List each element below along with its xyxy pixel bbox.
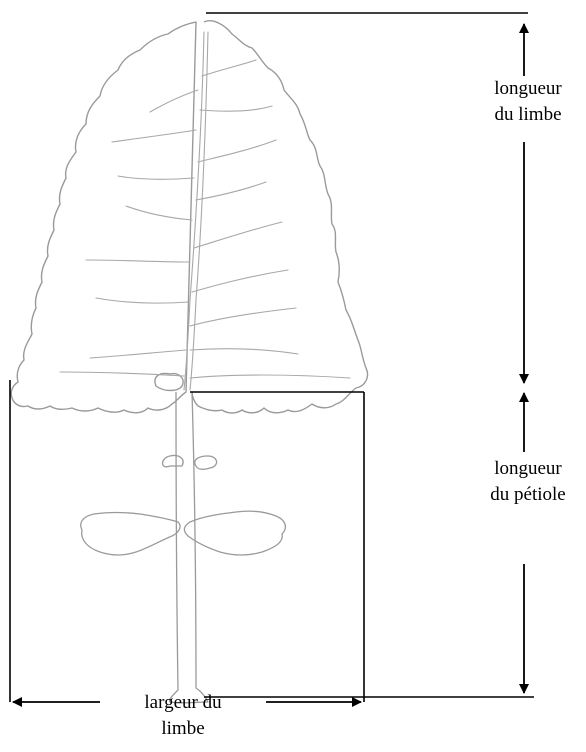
- label-limbe-length-line2: du limbe: [474, 102, 582, 128]
- measurement-lines: [10, 13, 534, 702]
- dimension-arrows: [13, 24, 524, 702]
- label-limbe-length-line1: longueur: [474, 76, 582, 102]
- label-petiole-length-line2: du pétiole: [470, 482, 586, 508]
- petiole: [81, 392, 286, 703]
- label-limbe-length: longueur du limbe: [474, 76, 582, 128]
- label-petiole-length: longueur du pétiole: [470, 456, 586, 508]
- label-limbe-width-line1: largeur du: [118, 690, 248, 716]
- label-petiole-length-line1: longueur: [470, 456, 586, 482]
- leaf-blade: [11, 21, 367, 413]
- label-limbe-width-line2: limbe: [118, 716, 248, 742]
- label-limbe-width: largeur du limbe: [118, 690, 248, 742]
